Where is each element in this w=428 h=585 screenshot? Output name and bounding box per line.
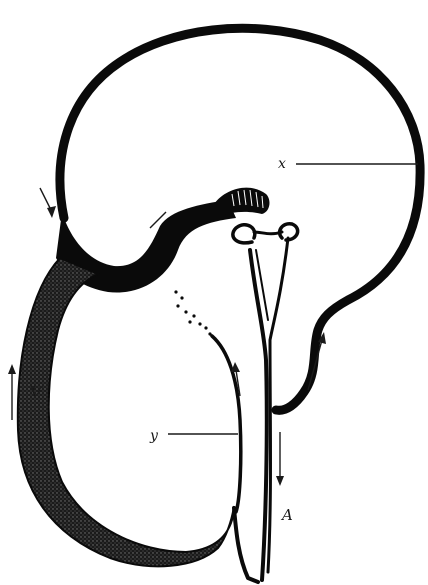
arrow-upper-left: [40, 188, 56, 218]
ciliated-ridge: [214, 188, 269, 216]
duct-y-inner: [212, 336, 241, 512]
dotted-trail: [174, 290, 211, 335]
label-x: x: [278, 156, 286, 172]
label-a: A: [280, 506, 293, 524]
label-y: y: [149, 428, 159, 444]
chamber-v-wall: [18, 258, 234, 566]
upper-sac-outline: [60, 28, 420, 410]
arrow-stem-down: [276, 432, 284, 486]
duct-y-left: [234, 508, 258, 582]
arrow-left-side: [8, 364, 16, 420]
label-v: V: [30, 383, 43, 402]
looped-tips: [233, 224, 298, 243]
